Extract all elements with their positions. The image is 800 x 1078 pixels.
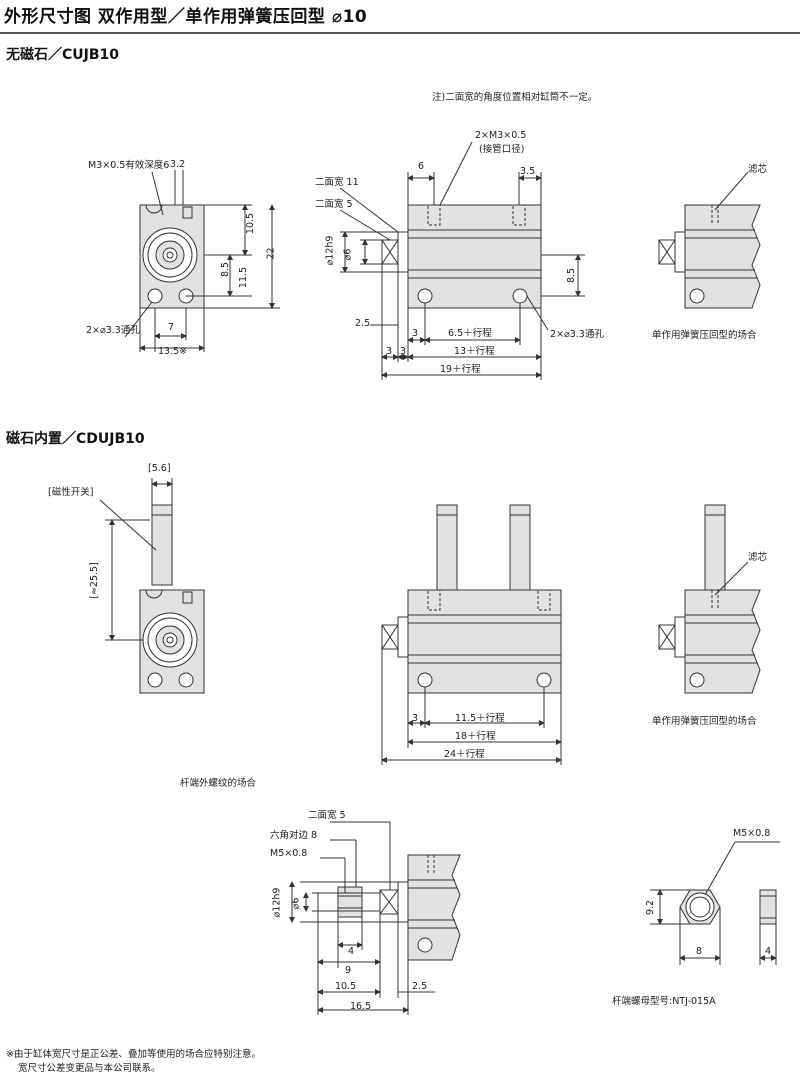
dim-3-nut: 3 (386, 346, 393, 357)
label-filter-2: 滤芯 (748, 552, 768, 563)
dim-phi12h9: ⌀12h9 (324, 235, 336, 266)
dim-11-5: 11.5 (238, 266, 250, 289)
label-m5-rod: M5×0.8 (270, 848, 308, 859)
dim-24-stroke: 24＋行程 (444, 749, 485, 760)
dim-3-port-2: 3 (412, 713, 419, 724)
dim-3-2: 3.2 (170, 159, 186, 170)
dim-6-5-stroke: 6.5＋行程 (448, 328, 492, 339)
dim-19-stroke: 19＋行程 (440, 364, 481, 375)
dim-4-nut: 4 (765, 946, 772, 957)
label-m3-depth: M3×0.5有效深度6 (88, 160, 170, 171)
front-view-cujb10 (139, 170, 280, 309)
dim-3-flange: 3 (400, 346, 407, 357)
spring-return-view-2 (658, 504, 761, 694)
label-flat-5: 二面宽 5 (315, 199, 353, 210)
section-cujb10-title: 无磁石／CUJB10 (6, 47, 120, 63)
title-rule (0, 32, 800, 34)
label-port-name: (接管口径) (479, 144, 525, 155)
dim-2-5-rod: 2.5 (412, 981, 428, 992)
dim-2-5: 2.5 (355, 318, 371, 329)
label-m3-port: 2×M3×0.5 (475, 130, 527, 141)
label-spring-case-2: 单作用弹簧压回型的场合 (652, 716, 757, 727)
side-view-cujb10 (381, 204, 542, 309)
dim-7: 7 (168, 322, 175, 333)
label-m5-nut: M5×0.8 (733, 828, 771, 839)
dim-13-stroke: 13＋行程 (454, 346, 495, 357)
section-cdujb10-title: 磁石内置／CDUJB10 (6, 431, 145, 447)
dim-phi6: ⌀6 (342, 248, 354, 261)
label-hex-8: 六角对边 8 (270, 830, 318, 841)
dim-5-6: [5.6] (148, 463, 171, 474)
dim-13-5: 13.5※ (158, 346, 188, 357)
dim-9-2: 9.2 (645, 899, 657, 916)
label-spring-case-1: 单作用弹簧压回型的场合 (652, 330, 757, 341)
footnote-1: ※由于缸体宽尺寸是正公差、叠加等使用的场合应特别注意。 (6, 1049, 261, 1060)
label-rod-thread-case: 杆端外螺纹的场合 (180, 778, 257, 789)
label-holes-side: 2×⌀3.3通孔 (550, 329, 604, 340)
dim-8-5-front: 8.5 (220, 261, 232, 278)
rod-end-nut-view (679, 889, 777, 925)
page-title: 外形尺寸图 双作用型／单作用弹簧压回型 ⌀10 (4, 7, 368, 27)
side-view-cdujb10 (381, 504, 562, 694)
dim-9: 9 (345, 965, 352, 976)
dim-10-5-rod: 10.5 (335, 981, 357, 992)
dim-8-5-side: 8.5 (566, 267, 578, 284)
dim-25-5: [≈25.5] (88, 562, 100, 599)
dim-18-stroke: 18＋行程 (455, 731, 496, 742)
front-view-cdujb10 (139, 504, 205, 694)
label-flat-5-rod: 二面宽 5 (308, 810, 346, 821)
label-flat-11: 二面宽 11 (315, 177, 359, 188)
label-filter-1: 滤芯 (748, 164, 768, 175)
dim-11-5-stroke: 11.5＋行程 (455, 713, 505, 724)
rod-end-thread-view (317, 854, 461, 961)
dim-phi6-rod: ⌀6 (290, 897, 302, 910)
dim-3-port: 3 (412, 328, 419, 339)
dim-phi12h9-rod: ⌀12h9 (271, 887, 283, 918)
spring-return-view-1 (658, 204, 761, 309)
dim-6: 6 (418, 161, 425, 172)
label-nut-model: 杆端螺母型号:NTJ-015A (612, 996, 716, 1007)
label-holes-front: 2×⌀3.3通孔 (86, 325, 140, 336)
footnote-2: 宽尺寸公差变更品与本公司联系。 (18, 1063, 161, 1074)
note-flat-angle: 注)二面宽的角度位置相对缸筒不一定。 (432, 92, 598, 103)
dim-3-5: 3.5 (520, 166, 536, 177)
dim-16-5: 16.5 (350, 1001, 372, 1012)
dim-10-5: 10.5 (245, 212, 257, 235)
label-magnetic-switch: [磁性开关] (48, 487, 94, 498)
dim-22: 22 (265, 247, 277, 260)
dim-4-rod: 4 (348, 946, 355, 957)
dim-8-nut: 8 (696, 946, 703, 957)
